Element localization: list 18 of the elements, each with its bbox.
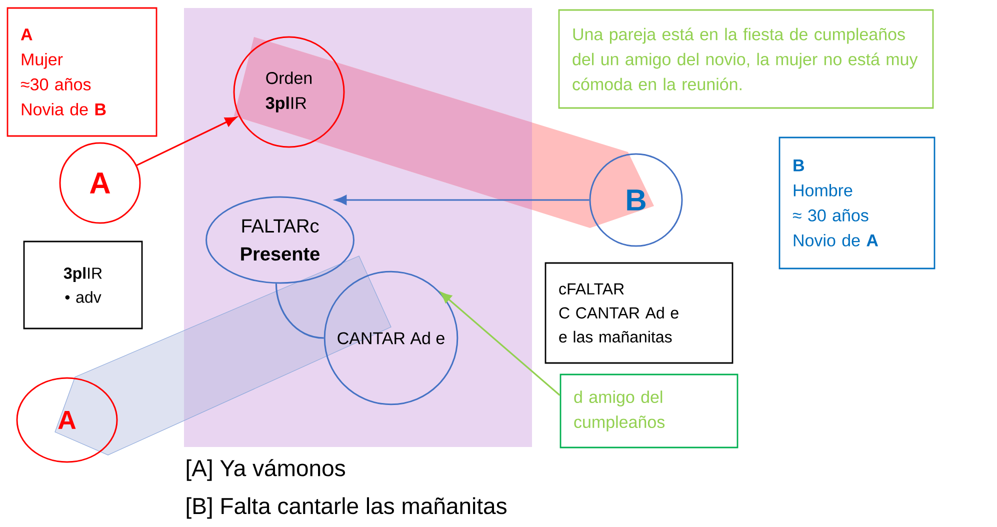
arrow <box>136 116 237 166</box>
text-box: A Mujer ≈30 años Novia de B <box>6 7 158 137</box>
circle-node: B <box>589 153 683 247</box>
caption-text: [A] Ya vámonos <box>186 459 345 481</box>
text-box: 3plIR • adv <box>23 240 143 330</box>
ellipse-node: A <box>16 377 118 463</box>
circle-node: A <box>59 142 141 224</box>
text-box: B Hombre ≈ 30 años Novio de A <box>778 136 936 270</box>
circle-node: CANTAR Ad e <box>324 270 458 406</box>
text-box: Una pareja está en la fiesta de cumpleaños del un amigo del novio, la mujer no está muy cómoda en la reunión. <box>558 9 934 109</box>
caption-text: [B] Falta cantarle las mañanitas <box>186 497 506 519</box>
arrow <box>440 292 560 396</box>
text-box: d amigo del cumpleaños <box>560 374 738 448</box>
arrow <box>335 195 590 205</box>
circle-node: Orden 3plIR <box>233 36 345 148</box>
text-box: cFALTAR C CANTAR Ad e e las mañanitas <box>544 262 734 364</box>
connector-line <box>275 284 324 339</box>
ellipse-node: FALTARc Presente <box>206 196 354 284</box>
